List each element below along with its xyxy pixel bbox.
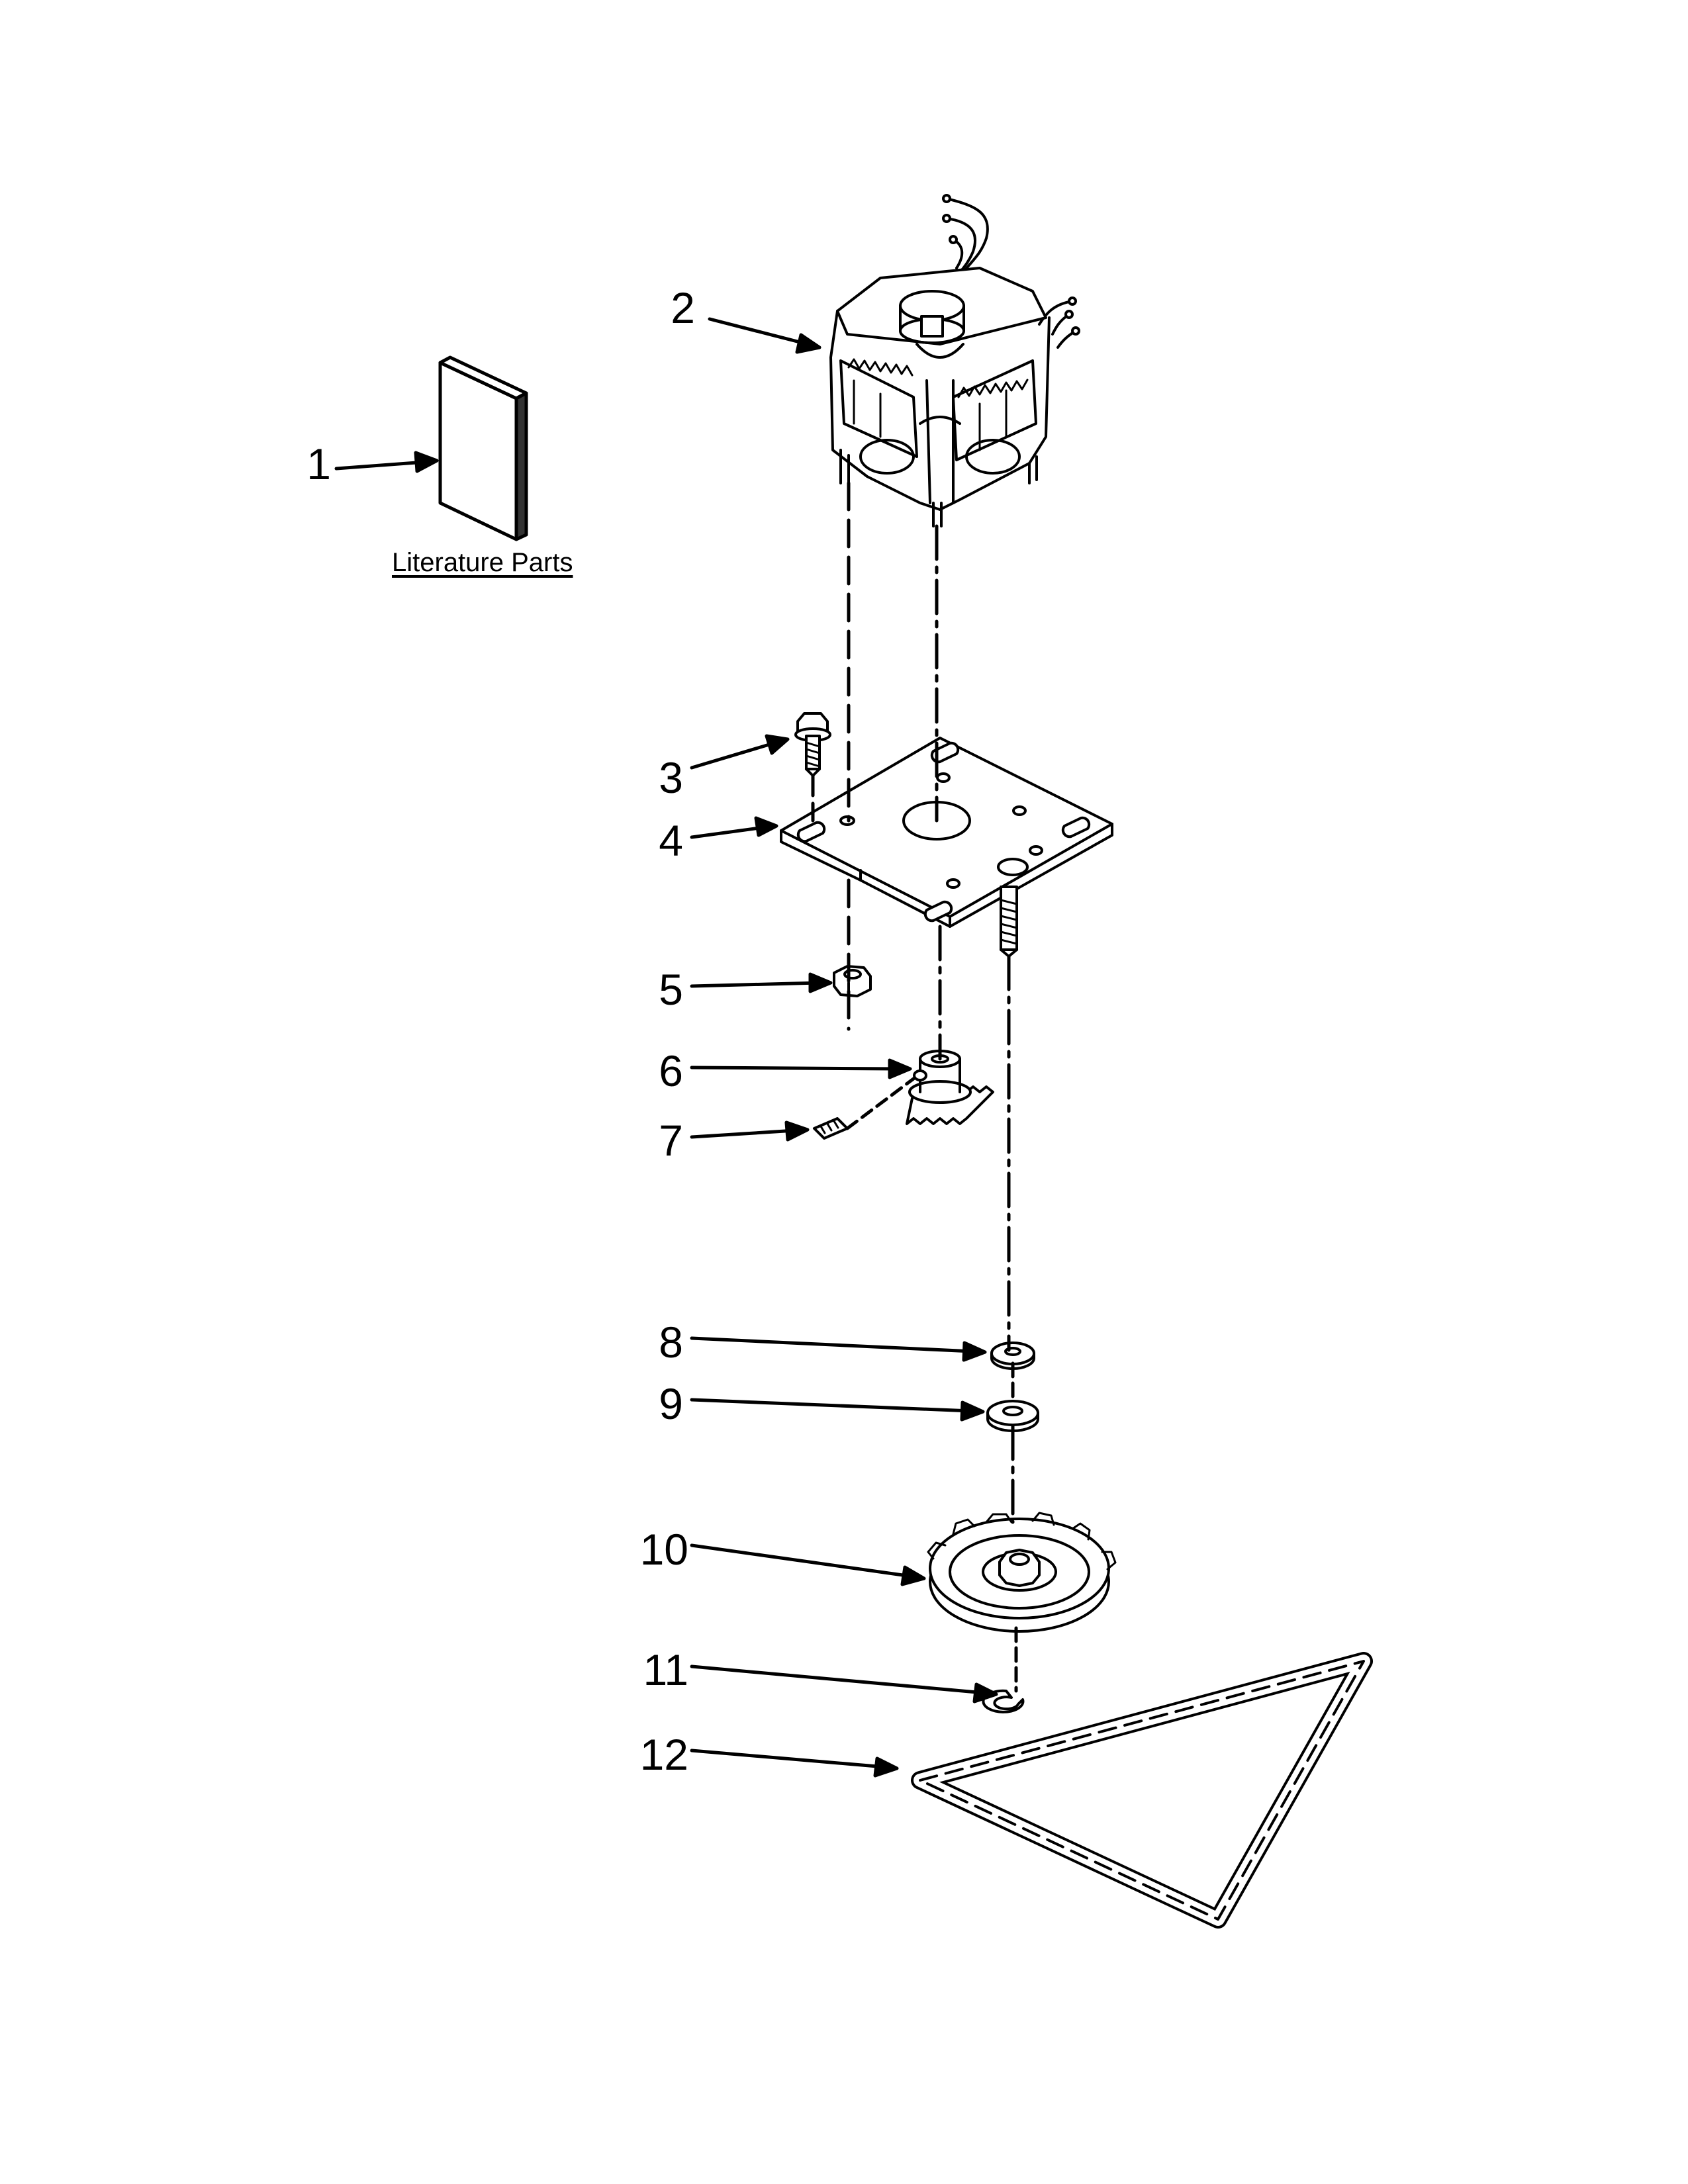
motor-winding-left [839,358,918,475]
set-screw-icon [813,1117,849,1140]
literature-booklet-icon [438,355,528,541]
sprocket-icon [927,1512,1117,1633]
callout-6: 6 [659,1046,683,1095]
callout-10: 10 [639,1525,688,1574]
callout-1: 1 [306,439,331,488]
motor-icon [829,194,1080,527]
callout-11: 11 [643,1645,688,1694]
callout-12: 12 [639,1730,688,1779]
callout-4: 4 [659,816,683,865]
callout-3: 3 [659,753,683,802]
assembly-centerlines [811,481,1018,1693]
callout-2: 2 [671,283,695,332]
chain-icon [911,1652,1373,1929]
mounting-plate-icon [780,737,1113,958]
pinion-gear-icon [906,1050,994,1125]
bolt-icon [794,712,831,777]
callout-8: 8 [659,1318,683,1367]
callout-5: 5 [659,965,683,1014]
callout-9: 9 [659,1379,683,1428]
callout-7: 7 [659,1116,683,1165]
nut-icon [833,965,872,997]
leader-arrows [334,317,998,1778]
motor-winding-right [952,359,1037,475]
literature-parts-label: Literature Parts [392,548,573,577]
